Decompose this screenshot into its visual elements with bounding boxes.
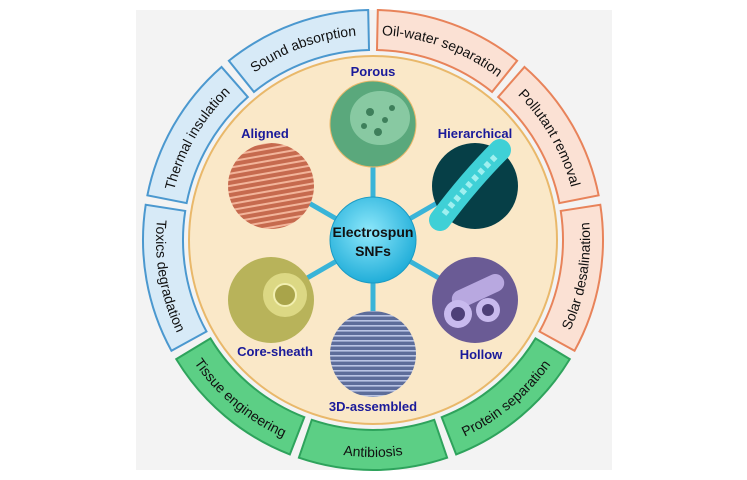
morphology-porous-image [329,80,417,168]
label-hierarchical: Hierarchical [438,126,512,141]
segment-sound-absorption [227,9,371,94]
spoke-4 [304,257,340,282]
label-aligned: Aligned [241,126,289,141]
spokes [304,162,442,318]
segment-protein-separation [440,337,572,456]
spoke-1 [406,198,442,223]
morphology-3d-assembled-image [330,311,416,397]
label-porous: Porous [351,64,396,79]
segment-pollutant-removal [496,65,600,205]
label-core-sheath: Core-sheath [237,344,313,359]
segment-solar-desalination [538,203,604,353]
center-title: Electrospun [333,224,414,240]
label-antibiosis: Antibiosis [343,442,404,460]
segment-antibiosis [297,418,449,471]
segment-thermal-insulation [146,65,250,205]
center-subtitle: SNFs [355,243,391,259]
center-node [329,196,417,284]
morphology-hierarchical-image [429,139,518,231]
label-3d-assembled: 3D-assembled [329,399,417,414]
segment-tissue-engineering [174,337,306,456]
label-hollow: Hollow [460,347,503,362]
spoke-2 [406,257,442,282]
segment-oil-water-separation [375,9,519,94]
spoke-5 [304,198,340,223]
morphology-hollow-image [432,257,518,343]
morphology-aligned-image [228,143,314,229]
segment-toxics-degradation [142,203,208,353]
morphology-core-sheath-image [228,257,314,343]
